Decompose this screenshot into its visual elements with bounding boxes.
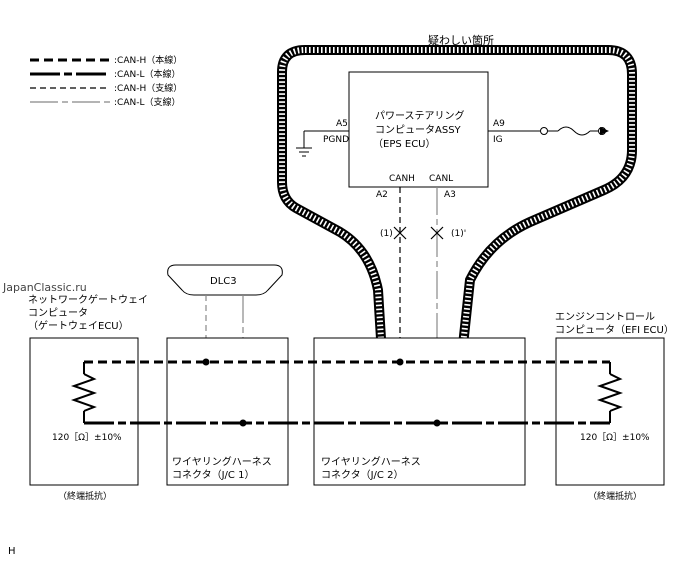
cut-marker-1-label: (1) — [380, 229, 393, 239]
efi-name-1: エンジンコントロール — [555, 312, 655, 323]
eps-pin-canh: CANH — [389, 174, 415, 184]
eps-ecu-box — [348, 71, 489, 188]
legend-label-canh-branch: :CAN-H（支線） — [114, 82, 182, 94]
suspected-area-title: 疑わしい箇所 — [428, 33, 494, 47]
efi-name-2: コンピュータ（EFI ECU） — [555, 324, 674, 336]
eps-ecu-name-3: （EPS ECU） — [373, 138, 436, 150]
terminal-icon — [540, 127, 548, 135]
ig-connection — [488, 126, 609, 136]
gateway-name-2: コンピュータ — [28, 307, 88, 319]
cut-marker-2: (1)' — [430, 226, 466, 240]
jc2-name-2: コネクタ（J/C 2） — [321, 469, 403, 481]
gateway-resistance: 120［Ω］±10% — [52, 432, 122, 443]
eps-pin-a2: A2 — [376, 190, 388, 200]
eps-ecu-name-2: コンピュータASSY — [375, 124, 462, 136]
jc1-name-1: ワイヤリングハーネス — [172, 455, 272, 468]
eps-pin-a3: A3 — [444, 190, 456, 200]
legend-label-canl-branch: :CAN-L（支線） — [114, 96, 180, 108]
fuse-icon — [557, 126, 591, 136]
eps-pin-pgnd: PGND — [323, 135, 349, 145]
cut-marker-1: (1) — [380, 226, 407, 240]
jc2-name-1: ワイヤリングハーネス — [321, 455, 421, 468]
dlc3-label: DLC3 — [210, 276, 237, 287]
dlc3-connector: DLC3 — [167, 264, 283, 296]
cut-marker-2-label: (1)' — [451, 229, 466, 239]
eps-pin-canl: CANL — [429, 174, 453, 184]
ground-icon — [296, 147, 312, 157]
termination-resistor-gateway — [70, 362, 98, 423]
eps-pin-ig: IG — [493, 135, 503, 145]
jc1-name-2: コネクタ（J/C 1） — [172, 469, 254, 481]
gateway-name-3: （ゲートウェイECU） — [28, 320, 129, 332]
junction-dot — [239, 419, 247, 427]
efi-resistance: 120［Ω］±10% — [580, 432, 650, 443]
termination-resistor-efi — [596, 362, 624, 423]
legend: :CAN-H（本線） :CAN-L（本線） :CAN-H（支線） :CAN-L（… — [30, 54, 182, 108]
eps-ecu-name-1: パワーステアリング — [375, 109, 465, 122]
junction-dot — [433, 419, 441, 427]
ground-connection — [296, 130, 349, 157]
gateway-name-1: ネットワークゲートウェイ — [28, 294, 148, 306]
arrow-right-icon — [600, 127, 609, 135]
legend-label-canl-main: :CAN-L（本線） — [114, 68, 180, 80]
corner-mark: H — [8, 546, 16, 557]
eps-ecu: パワーステアリング コンピュータASSY （EPS ECU） A5 PGND A… — [323, 71, 505, 200]
gateway-termination: （終端抵抗） — [58, 490, 112, 502]
junction-dot — [202, 358, 210, 366]
eps-pin-a9: A9 — [493, 119, 505, 129]
jc2-box — [313, 337, 526, 486]
junction-dot — [396, 358, 404, 366]
efi-termination: （終端抵抗） — [588, 490, 642, 502]
legend-label-canh-main: :CAN-H（本線） — [114, 54, 182, 66]
watermark: JapanClassic.ru — [2, 281, 87, 294]
eps-pin-a5: A5 — [336, 119, 348, 129]
